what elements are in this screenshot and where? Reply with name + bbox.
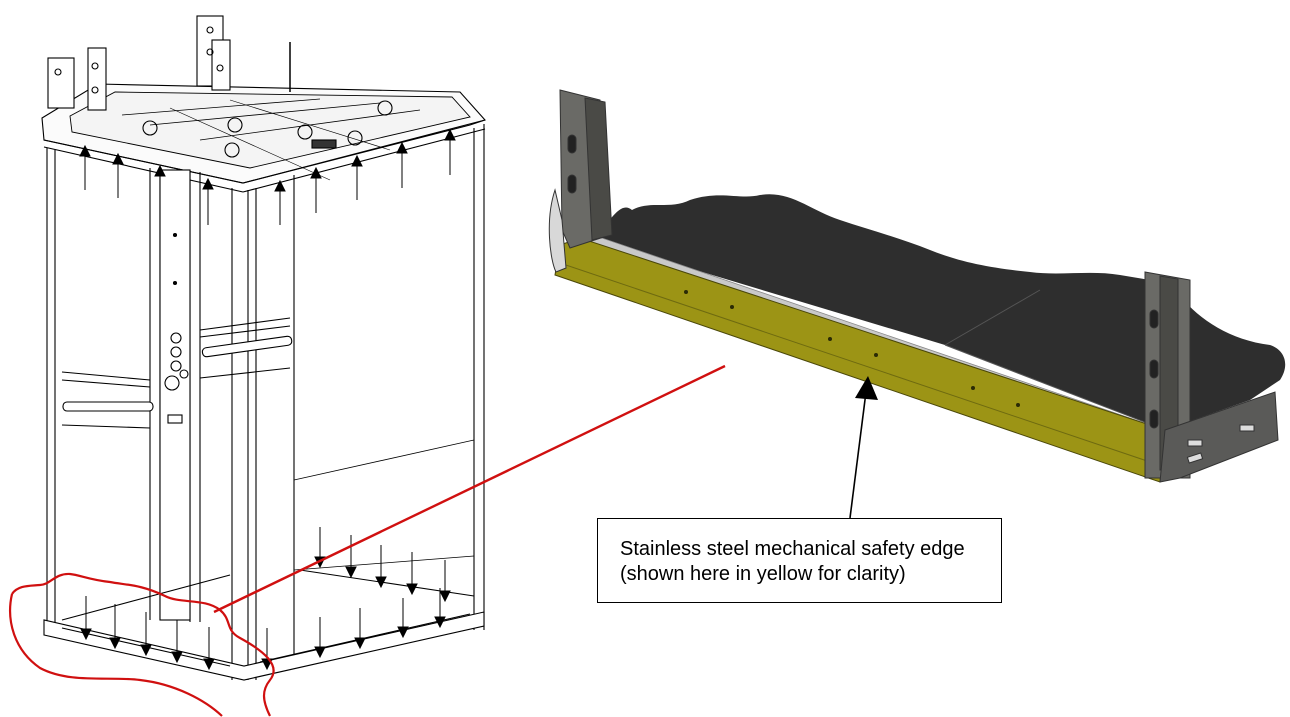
- arrow-up-icon: [351, 154, 363, 200]
- callout-arrow-icon: [849, 376, 878, 519]
- arrow-down-icon-group: [80, 527, 451, 671]
- bracket-left: [47, 57, 75, 109]
- arrow-up-icon: [396, 141, 408, 188]
- arrow-down-icon: [354, 608, 366, 650]
- callout-line-1: Stainless steel mechanical safety edge: [620, 538, 965, 560]
- arrow-down-icon: [80, 596, 92, 641]
- cabin-floor-frame: [43, 611, 485, 681]
- arrow-down-icon: [345, 535, 357, 579]
- arrow-up-icon-group: [79, 128, 456, 225]
- arrow-up-icon: [310, 166, 322, 213]
- callout-line-2: (shown here in yellow for clarity): [620, 563, 906, 585]
- arrow-down-icon: [439, 560, 451, 603]
- arrow-up-icon: [202, 177, 214, 225]
- callout-label: Stainless steel mechanical safety edge (…: [597, 518, 1002, 603]
- arrow-up-icon: [274, 179, 286, 225]
- floor-panel: [593, 194, 1286, 430]
- connector-line: [213, 364, 726, 614]
- control-panel: [159, 169, 191, 621]
- arrow-up-icon: [112, 152, 124, 198]
- arrow-down-icon: [406, 552, 418, 596]
- arrow-down-icon: [171, 620, 183, 664]
- arrow-down-icon: [140, 612, 152, 657]
- arrow-up-icon: [154, 164, 166, 212]
- arrow-down-icon: [314, 617, 326, 659]
- cabin-drawing: [41, 15, 486, 681]
- arrow-down-icon: [434, 588, 446, 629]
- detail-view: [548, 89, 1286, 519]
- arrow-down-icon: [203, 627, 215, 671]
- arrow-down-icon: [397, 598, 409, 639]
- right-upright: [1144, 271, 1279, 483]
- arrow-up-icon: [444, 128, 456, 175]
- highlight-loop: [9, 572, 275, 717]
- arrow-down-icon: [375, 545, 387, 589]
- left-upright: [548, 89, 613, 273]
- handrail-left: [62, 401, 154, 412]
- arrow-up-icon: [79, 144, 91, 190]
- handrail-right: [201, 335, 293, 358]
- arrow-down-icon: [109, 604, 121, 650]
